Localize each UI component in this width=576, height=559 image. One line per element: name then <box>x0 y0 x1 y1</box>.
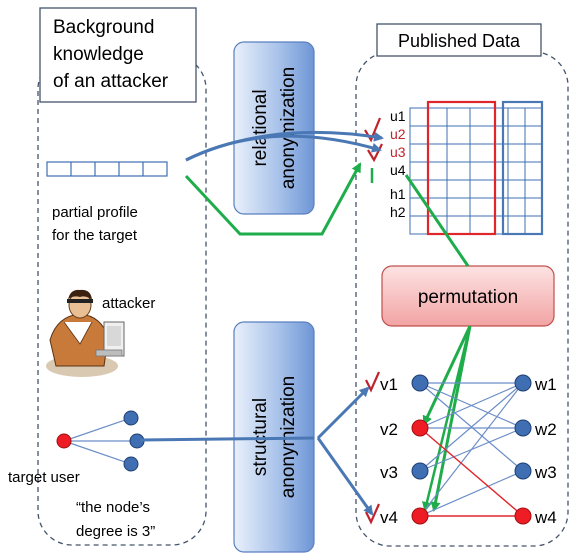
green-perm-to-v2 <box>422 325 472 426</box>
green-path-to-u4 <box>184 162 362 236</box>
row-label-u3: u3 <box>390 144 406 160</box>
structural-line-1: structural <box>250 398 271 476</box>
label-v4: v4 <box>380 508 398 527</box>
relational-arrow-u3 <box>185 134 382 162</box>
check-mark-icon <box>364 117 382 143</box>
label-w1: w1 <box>534 375 557 394</box>
relational-line-1: relational <box>250 89 271 166</box>
node-v4 <box>411 507 429 525</box>
partial-profile-strip <box>46 161 168 177</box>
green-perm-to-v4a <box>430 325 472 512</box>
bipartite-edges <box>419 382 524 517</box>
label-v3: v3 <box>380 463 398 482</box>
permutation-label: permutation <box>418 287 518 308</box>
node-w2 <box>514 419 532 437</box>
node-w3 <box>514 462 532 480</box>
row-label-u2: u2 <box>390 126 406 142</box>
label-w3: w3 <box>534 463 557 482</box>
degree-quote-1: “the node’s <box>76 499 150 516</box>
row-label-h1: h1 <box>390 186 406 202</box>
bk-line-2: knowledge <box>53 44 144 65</box>
structural-arrow-v1 <box>316 386 370 440</box>
bk-line-1: Background <box>53 17 154 38</box>
structural-arrow-v4 <box>316 437 374 516</box>
label-w2: w2 <box>534 420 557 439</box>
target-to-structural-arrow <box>139 436 315 442</box>
check-mark-icon <box>365 371 381 393</box>
green-u4-to-permutation <box>404 174 470 267</box>
blue-column-highlight <box>501 100 544 236</box>
relational-line-2: anonymization <box>278 67 299 190</box>
attacker-label: attacker <box>102 295 155 312</box>
target-user-label: target user <box>8 469 80 486</box>
node-w1 <box>514 374 532 392</box>
green-perm-to-v4b <box>422 325 472 512</box>
published-table <box>409 107 543 235</box>
node-v3 <box>411 462 429 480</box>
red-column-highlight <box>426 100 497 236</box>
degree-quote-2: degree is 3” <box>76 523 155 540</box>
row-label-u4: u4 <box>390 162 406 178</box>
node-w4 <box>514 507 532 525</box>
label-v1: v1 <box>380 375 398 394</box>
profile-caption-2: for the target <box>52 227 138 244</box>
background-knowledge-box <box>39 7 197 103</box>
target-user-graph <box>56 410 145 472</box>
profile-caption-1: partial profile <box>52 204 138 221</box>
table-frame <box>409 107 543 235</box>
node-v1 <box>411 374 429 392</box>
row-label-u1: u1 <box>390 108 406 124</box>
label-v2: v2 <box>380 420 398 439</box>
attacker-clipart-icon <box>46 289 125 377</box>
node-v2 <box>411 419 429 437</box>
bk-line-3: of an attacker <box>53 71 169 92</box>
label-w4: w4 <box>534 508 557 527</box>
published-data-title: Published Data <box>398 31 521 51</box>
relational-anonymization-box <box>233 41 315 215</box>
published-data-box <box>376 23 542 57</box>
row-label-h2: h2 <box>390 204 406 220</box>
